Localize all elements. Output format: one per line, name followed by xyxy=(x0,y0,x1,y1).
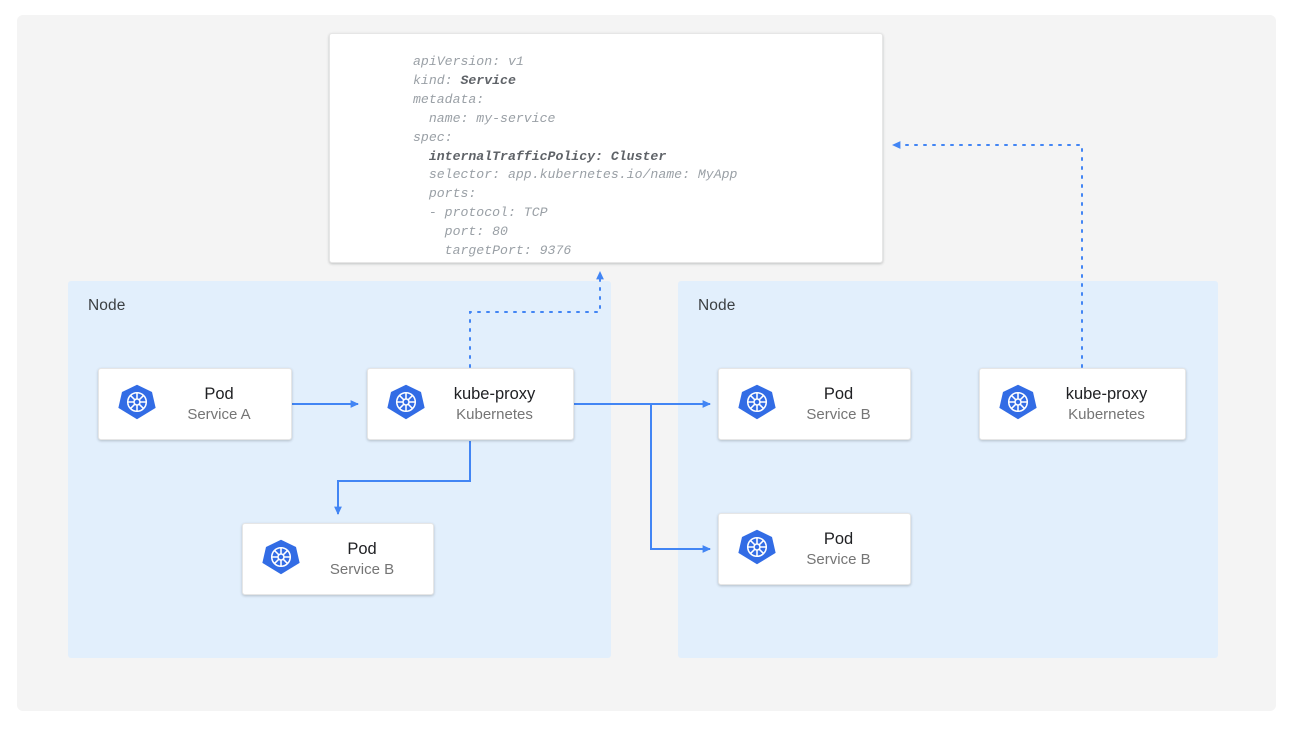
yaml-line: kind: Service xyxy=(413,72,516,88)
card-title: kube-proxy xyxy=(453,384,536,403)
yaml-line: selector: app.kubernetes.io/name: MyApp xyxy=(413,167,738,183)
yaml-line: ports: xyxy=(413,186,477,202)
card-title: Pod xyxy=(823,384,854,403)
card-pod-service-b-left[interactable]: Pod Service B xyxy=(242,523,434,595)
card-subtitle: Service B xyxy=(806,405,871,423)
yaml-line: - protocol: TCP xyxy=(413,205,548,221)
yaml-line: spec: xyxy=(413,129,453,145)
node-right-label: Node xyxy=(698,297,736,314)
card-text: kube-proxy Kubernetes xyxy=(426,384,573,424)
card-title: kube-proxy xyxy=(1065,384,1148,403)
yaml-line: name: my-service xyxy=(413,110,556,126)
card-text: kube-proxy Kubernetes xyxy=(1038,384,1185,424)
node-left xyxy=(68,281,611,658)
yaml-line: targetPort: 9376 xyxy=(413,243,572,259)
node-right xyxy=(678,281,1218,658)
card-text: Pod Service A xyxy=(157,384,291,424)
service-manifest-text: apiVersion: v1 kind: Service metadata: n… xyxy=(413,53,737,261)
service-manifest-card: apiVersion: v1 kind: Service metadata: n… xyxy=(329,33,883,263)
card-kube-proxy-right[interactable]: kube-proxy Kubernetes xyxy=(979,368,1186,440)
card-subtitle: Kubernetes xyxy=(1068,405,1145,423)
card-title: Pod xyxy=(347,539,377,558)
node-left-label: Node xyxy=(88,297,126,314)
kubernetes-icon xyxy=(117,382,157,427)
kubernetes-icon xyxy=(261,537,301,582)
card-kube-proxy-left[interactable]: kube-proxy Kubernetes xyxy=(367,368,574,440)
card-pod-service-a[interactable]: Pod Service A xyxy=(98,368,292,440)
yaml-line: internalTrafficPolicy: Cluster xyxy=(413,148,667,164)
yaml-line: metadata: xyxy=(413,91,485,107)
kubernetes-icon xyxy=(998,382,1038,427)
card-text: Pod Service B xyxy=(301,539,433,579)
kubernetes-icon xyxy=(386,382,426,427)
kubernetes-icon xyxy=(737,527,777,572)
card-text: Pod Service B xyxy=(777,384,910,424)
card-pod-service-b-right-bottom[interactable]: Pod Service B xyxy=(718,513,911,585)
card-subtitle: Kubernetes xyxy=(456,405,533,423)
yaml-line: port: 80 xyxy=(413,224,508,240)
card-subtitle: Service B xyxy=(806,550,871,568)
card-text: Pod Service B xyxy=(777,529,910,569)
card-title: Pod xyxy=(823,529,854,548)
kubernetes-icon xyxy=(737,382,777,427)
card-pod-service-b-right-top[interactable]: Pod Service B xyxy=(718,368,911,440)
card-title: Pod xyxy=(204,384,234,403)
card-subtitle: Service B xyxy=(329,560,395,578)
yaml-line: apiVersion: v1 xyxy=(413,54,524,69)
card-subtitle: Service A xyxy=(187,405,251,423)
